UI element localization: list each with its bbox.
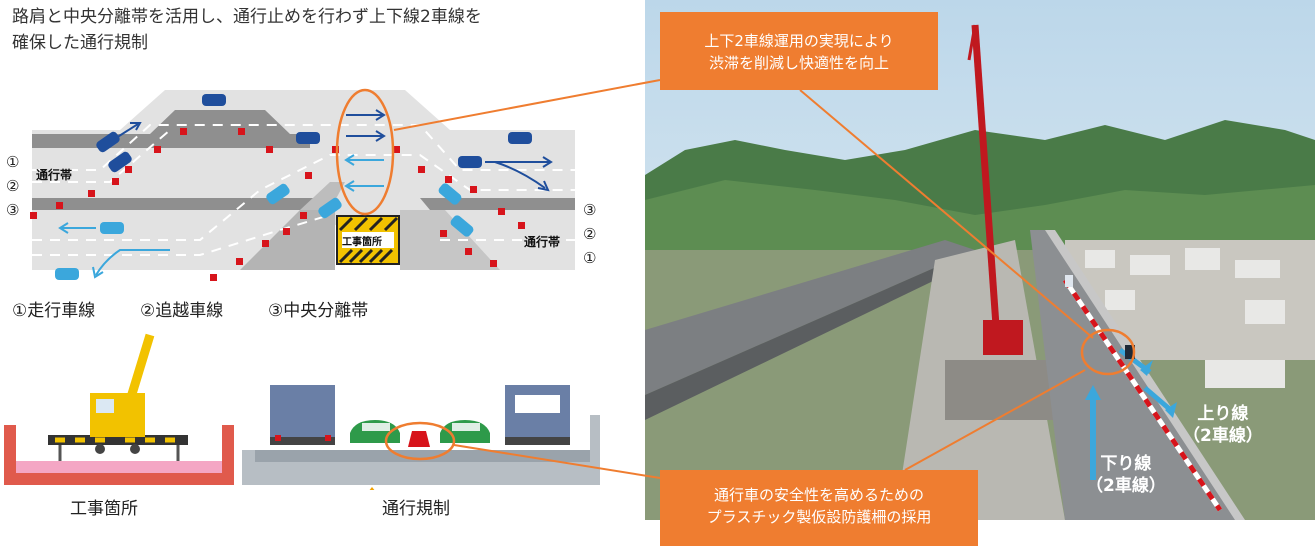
arrows-dark-blue — [115, 109, 553, 192]
median-band-lower — [240, 210, 335, 270]
lane-numbers-left: ① ② ③ — [6, 153, 20, 219]
traffic-direction-arrows — [369, 487, 375, 490]
vehicles-cross-section — [270, 385, 570, 447]
work-caption: 工事箇所 — [70, 499, 138, 519]
callout-top: 上下2車線運用の実現により 渋滞を削減し快適性を向上 — [660, 12, 938, 90]
legend-item-3: ③中央分離帯 — [268, 301, 369, 321]
down-line-label: 下り線 （2車線） — [1086, 454, 1166, 496]
lane-numbers-right: ③ ② ① — [583, 201, 597, 267]
median-band-left — [32, 198, 330, 210]
legend-item-2: ②追越車線 — [140, 301, 224, 321]
crane-icon — [48, 333, 188, 461]
arrows-light-blue — [58, 154, 384, 279]
median-band-right — [420, 198, 575, 210]
legend-item-1: ①走行車線 — [12, 301, 96, 321]
cars-dark-blue — [96, 94, 532, 173]
highlight-ellipse-diagram — [335, 88, 395, 216]
work-area-label: 工事箇所 — [342, 237, 382, 248]
road-diagram — [30, 88, 575, 281]
highlight-ellipse-photo — [1080, 328, 1136, 376]
page-title: 路肩と中央分離帯を活用し、通行止めを行わず上下線2車線を 確保した通行規制 — [12, 7, 482, 53]
lane-label-left: 通行帯 — [36, 168, 73, 182]
cars-light-blue — [55, 183, 474, 280]
traffic-caption: 通行規制 — [382, 499, 450, 519]
cross-section-diagram — [4, 333, 600, 490]
plastic-barriers — [30, 128, 525, 281]
median-band-upper — [32, 110, 310, 148]
highlight-ellipse-barrier — [384, 421, 456, 461]
up-line-label: 上り線 （2車線） — [1183, 404, 1263, 446]
lane-label-right: 通行帯 — [524, 235, 561, 249]
callout-bottom: 通行車の安全性を高めるための プラスチック製仮設防護柵の採用 — [660, 470, 978, 546]
vehicle-photo — [1125, 345, 1135, 359]
